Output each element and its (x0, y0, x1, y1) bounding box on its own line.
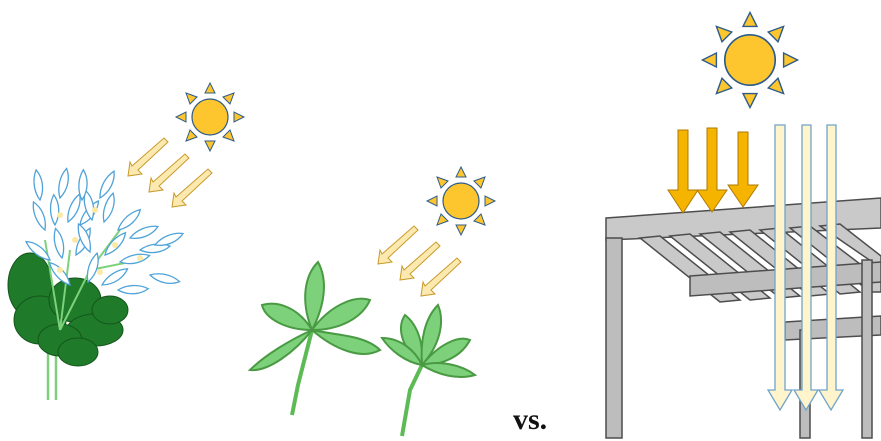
light-ray-arrow-icon (420, 257, 462, 297)
pergola-post-left (605, 237, 623, 439)
downward-arrow-icon (766, 124, 845, 412)
light-ray-arrow-icon (377, 225, 419, 265)
flowering-plant-icon (7, 167, 185, 400)
leaf-plant-icon (247, 260, 478, 437)
sun-icon (175, 82, 245, 152)
downward-arrow-icon (667, 127, 759, 214)
sun-icon (701, 11, 799, 109)
comparison-label: vs. (513, 403, 548, 436)
light-ray-arrow-icon (171, 168, 213, 208)
pergola-icon (605, 197, 881, 439)
sun-icon (426, 166, 496, 236)
light-ray-arrow-icon (127, 137, 169, 177)
light-ray-arrow-icon (399, 241, 441, 281)
light-ray-arrow-icon (148, 153, 190, 193)
pergola-post-right (861, 259, 873, 439)
